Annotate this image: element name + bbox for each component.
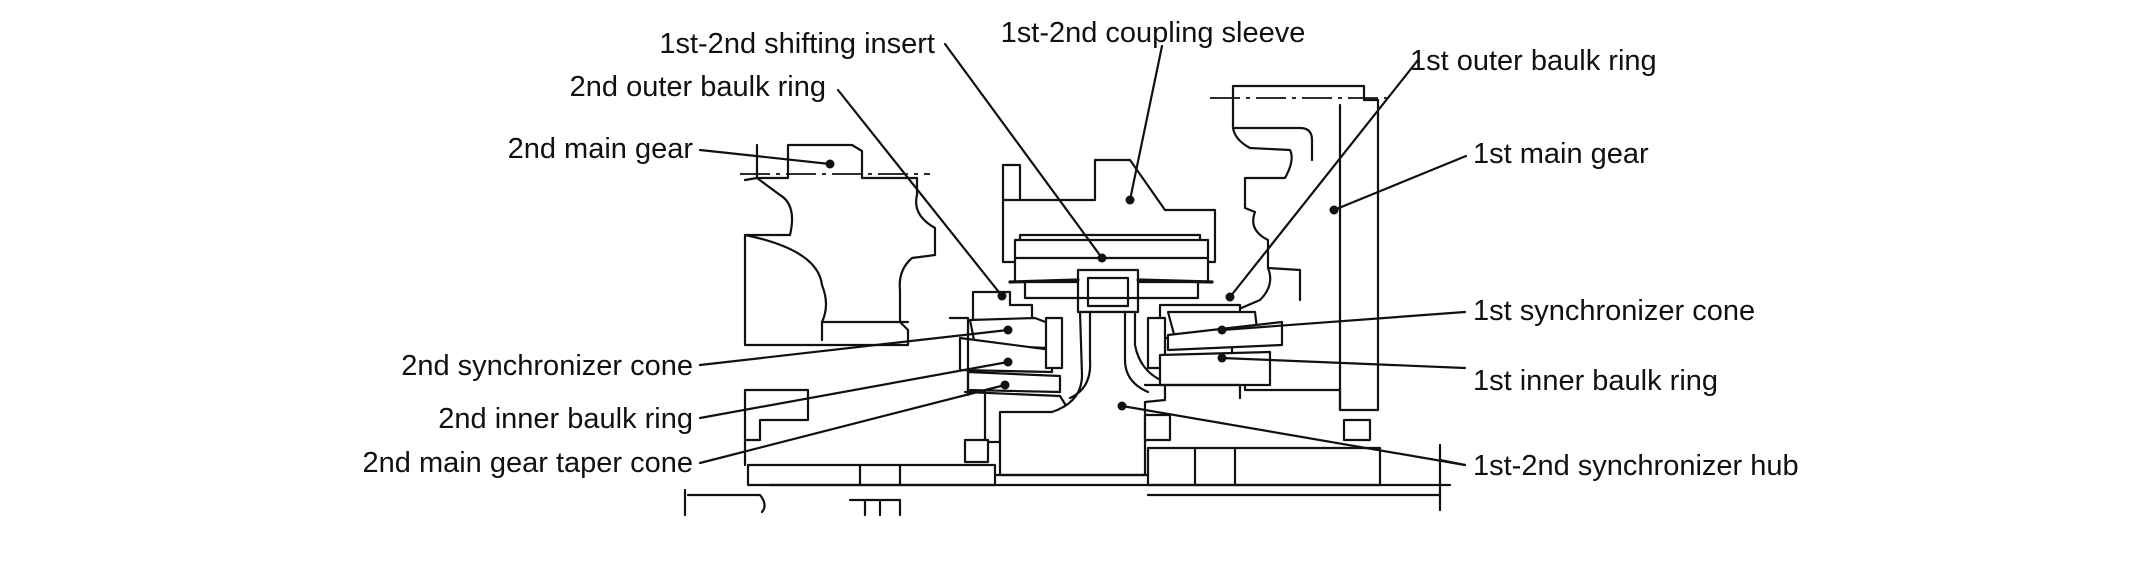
assembly-drawing	[683, 84, 1452, 517]
label-inner-baulk-2nd: 2nd inner baulk ring	[438, 403, 693, 435]
label-inner-baulk-1st: 1st inner baulk ring	[1473, 365, 1718, 397]
second-baulk-cone-shapes	[948, 290, 1064, 397]
leader-lines	[698, 42, 1468, 467]
first-baulk-cone-shapes	[1143, 303, 1284, 400]
callout-labels: 1st-2nd shifting insert 1st-2nd coupling…	[363, 17, 1799, 482]
second-main-gear-shape	[740, 143, 937, 347]
shifting-insert-shape	[1008, 238, 1214, 314]
label-coupling-sleeve: 1st-2nd coupling sleeve	[1001, 17, 1306, 49]
label-sync-cone-2nd: 2nd synchronizer cone	[401, 350, 693, 382]
label-sync-cone-1st: 1st synchronizer cone	[1473, 295, 1755, 327]
label-sync-hub: 1st-2nd synchronizer hub	[1473, 450, 1799, 482]
label-main-gear-1st: 1st main gear	[1473, 138, 1649, 170]
label-outer-baulk-2nd: 2nd outer baulk ring	[570, 71, 826, 103]
label-taper-cone-2nd: 2nd main gear taper cone	[363, 447, 694, 479]
label-outer-baulk-1st: 1st outer baulk ring	[1410, 45, 1657, 77]
main-shaft-shape	[683, 388, 1452, 517]
label-main-gear-2nd: 2nd main gear	[508, 133, 694, 165]
label-shifting-insert: 1st-2nd shifting insert	[659, 28, 935, 60]
